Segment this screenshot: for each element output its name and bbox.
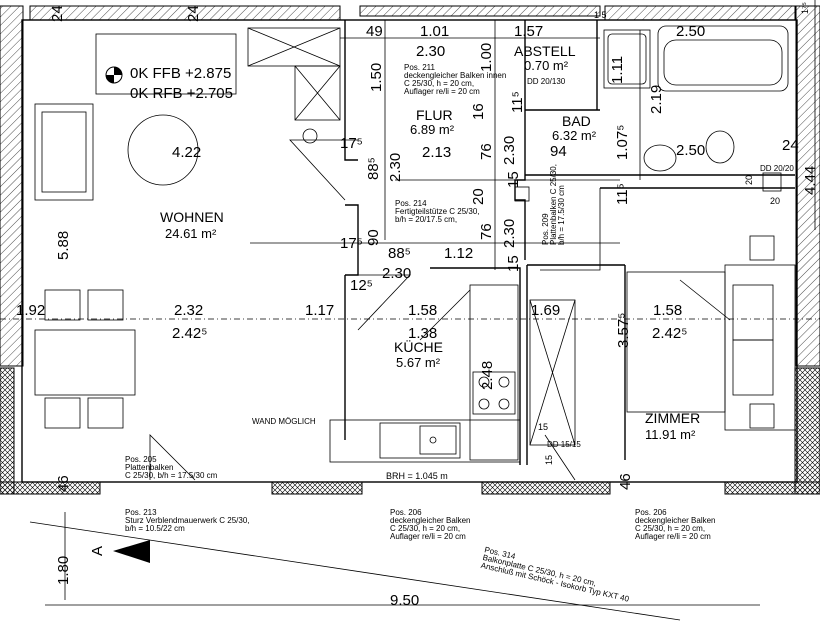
dim-1-11: 1.11 — [609, 56, 626, 84]
dim-76-b: 76 — [478, 223, 495, 240]
note-pos209: Pos. 209 Plattenbalken C 25/30, b/h = 17… — [541, 162, 566, 245]
section-label: A — [89, 546, 106, 556]
room-bad-name: BAD — [562, 113, 591, 129]
note-pos206-a: Pos. 206 deckengleicher Balken C 25/30, … — [390, 508, 473, 541]
room-labels: WOHNEN 24.61 m² FLUR 6.89 m² BAD 6.32 m²… — [160, 43, 700, 442]
note-dd-abstell: DD 20/130 — [527, 77, 566, 86]
interior-walls — [21, 19, 798, 483]
dim-1-5: 1 5 — [594, 10, 607, 20]
dim-15-a: 15 — [505, 171, 522, 188]
dim-2-50-top: 2.50 — [676, 23, 705, 40]
dim-16: 16 — [470, 103, 487, 120]
section-arrow-icon — [113, 540, 150, 563]
dim-2-30-a: 2.30 — [416, 43, 445, 60]
dim-1-38: 1.38 — [408, 325, 437, 342]
dim-2-42-a: 2.42⁵ — [172, 325, 207, 342]
dim-2-42-b: 2.42⁵ — [652, 325, 687, 342]
note-wand: WAND MÖGLICH — [252, 417, 316, 426]
dim-76-a: 76 — [478, 143, 495, 160]
dim-1-01: 1.01 — [420, 23, 449, 40]
dim-17-a: 17⁵ — [340, 135, 363, 152]
dimension-texts: 24 24 49 1.01 1.57 2.50 1 5 1⁷⁵ 2.30 1.5… — [16, 2, 819, 609]
dim-90: 90 — [365, 229, 382, 246]
dim-1-58-b: 1.58 — [653, 302, 682, 319]
dim-49: 49 — [366, 23, 383, 40]
dim-46-b: 46 — [617, 473, 634, 490]
room-flur-name: FLUR — [416, 107, 453, 123]
dim-94: 94 — [550, 143, 567, 160]
dim-20-r2: 20 — [770, 196, 780, 206]
note-pos206-b: Pos. 206 deckengleicher Balken C 25/30, … — [635, 508, 718, 541]
dim-1-75: 1⁷⁵ — [800, 2, 810, 14]
dim-2-19: 2.19 — [648, 85, 665, 114]
room-flur-area: 6.89 m² — [410, 122, 455, 137]
dim-11-b: 11⁵ — [614, 183, 631, 205]
room-wohnen-area: 24.61 m² — [165, 226, 217, 241]
dim-1-50: 1.50 — [368, 63, 385, 92]
dim-24-top: 24 — [185, 5, 202, 22]
dim-2-30-b: 2.30 — [501, 136, 518, 165]
dim-1-07: 1.07⁵ — [614, 125, 631, 160]
dim-15-d: 15 — [544, 455, 554, 465]
dim-11-a: 11⁵ — [509, 91, 526, 113]
level-ffb: 0K FFB +2.875 — [130, 65, 231, 82]
dim-9-50: 9.50 — [390, 592, 419, 609]
dim-1-69: 1.69 — [531, 302, 560, 319]
note-pos314: Pos. 314 Balkonplatte C 25/30, h = 20 cm… — [480, 545, 634, 604]
dim-4-44: 4.44 — [802, 166, 819, 195]
note-dd-bad: DD 20/20 — [760, 164, 794, 173]
dim-3-57: 3.57⁵ — [615, 313, 632, 348]
room-kueche-name: KÜCHE — [394, 338, 443, 355]
room-abstell-area: 0.70 m² — [524, 58, 569, 73]
dim-1-80: 1.80 — [55, 556, 72, 585]
dim-88-b: 88⁵ — [388, 245, 411, 262]
dim-4-22: 4.22 — [172, 144, 201, 161]
dim-17-b: 17⁵ — [340, 235, 363, 252]
door-swings — [149, 139, 731, 481]
room-abstell-name: ABSTELL — [514, 43, 576, 59]
dim-2-13: 2.13 — [422, 144, 451, 161]
dim-1-57: 1.57 — [514, 23, 543, 40]
dim-12: 12⁵ — [350, 277, 373, 294]
note-dd-kueche: DD 15/15 — [547, 440, 581, 449]
furniture — [34, 25, 789, 463]
dim-2-30-d: 2.30 — [501, 219, 518, 248]
note-pos205: Pos. 205 Plattenbalken C 25/30, b/h = 17… — [125, 455, 218, 480]
room-kueche-area: 5.67 m² — [396, 355, 441, 370]
section-marker: A — [89, 540, 150, 563]
room-zimmer-area: 11.91 m² — [645, 427, 696, 442]
dim-20-a: 20 — [470, 188, 487, 205]
dim-1-17: 1.17 — [305, 302, 334, 319]
dim-15-b: 15 — [505, 255, 522, 272]
dim-20-r1: 20 — [744, 175, 754, 185]
dim-2-30-c: 2.30 — [387, 153, 404, 182]
dim-2-30-e: 2.30 — [382, 265, 411, 282]
dim-1-92: 1.92 — [16, 302, 45, 319]
dim-88-a: 88⁵ — [365, 157, 382, 180]
note-pos211: Pos. 211 deckengleicher Balken innen C 2… — [404, 63, 509, 96]
dim-2-48: 2.48 — [479, 361, 496, 390]
note-pos214: Pos. 214 Fertigteilstütze C 25/30, b/h =… — [395, 199, 482, 224]
dim-5-88: 5.88 — [55, 231, 72, 260]
exterior-walls — [0, 5, 820, 495]
dim-24-left: 24 — [49, 5, 66, 22]
dim-24-right: 24 — [782, 137, 799, 154]
dim-15-c: 15 — [538, 422, 548, 432]
dim-2-50-bad: 2.50 — [676, 142, 705, 159]
level-marks: 0K FFB +2.875 0K RFB +2.705 — [130, 65, 233, 102]
room-wohnen-name: WOHNEN — [160, 209, 224, 225]
dim-1-00: 1.00 — [478, 43, 495, 72]
room-zimmer-name: ZIMMER — [645, 410, 700, 426]
dim-2-32: 2.32 — [174, 302, 203, 319]
note-brh: BRH = 1.045 m — [386, 471, 448, 481]
dim-1-58-a: 1.58 — [408, 302, 437, 319]
level-rfb: 0K RFB +2.705 — [130, 85, 233, 102]
room-bad-area: 6.32 m² — [552, 128, 597, 143]
dim-46-a: 46 — [55, 475, 72, 492]
dim-1-12: 1.12 — [444, 245, 473, 262]
note-pos213: Pos. 213 Sturz Verblendmauerwerk C 25/30… — [125, 508, 252, 533]
